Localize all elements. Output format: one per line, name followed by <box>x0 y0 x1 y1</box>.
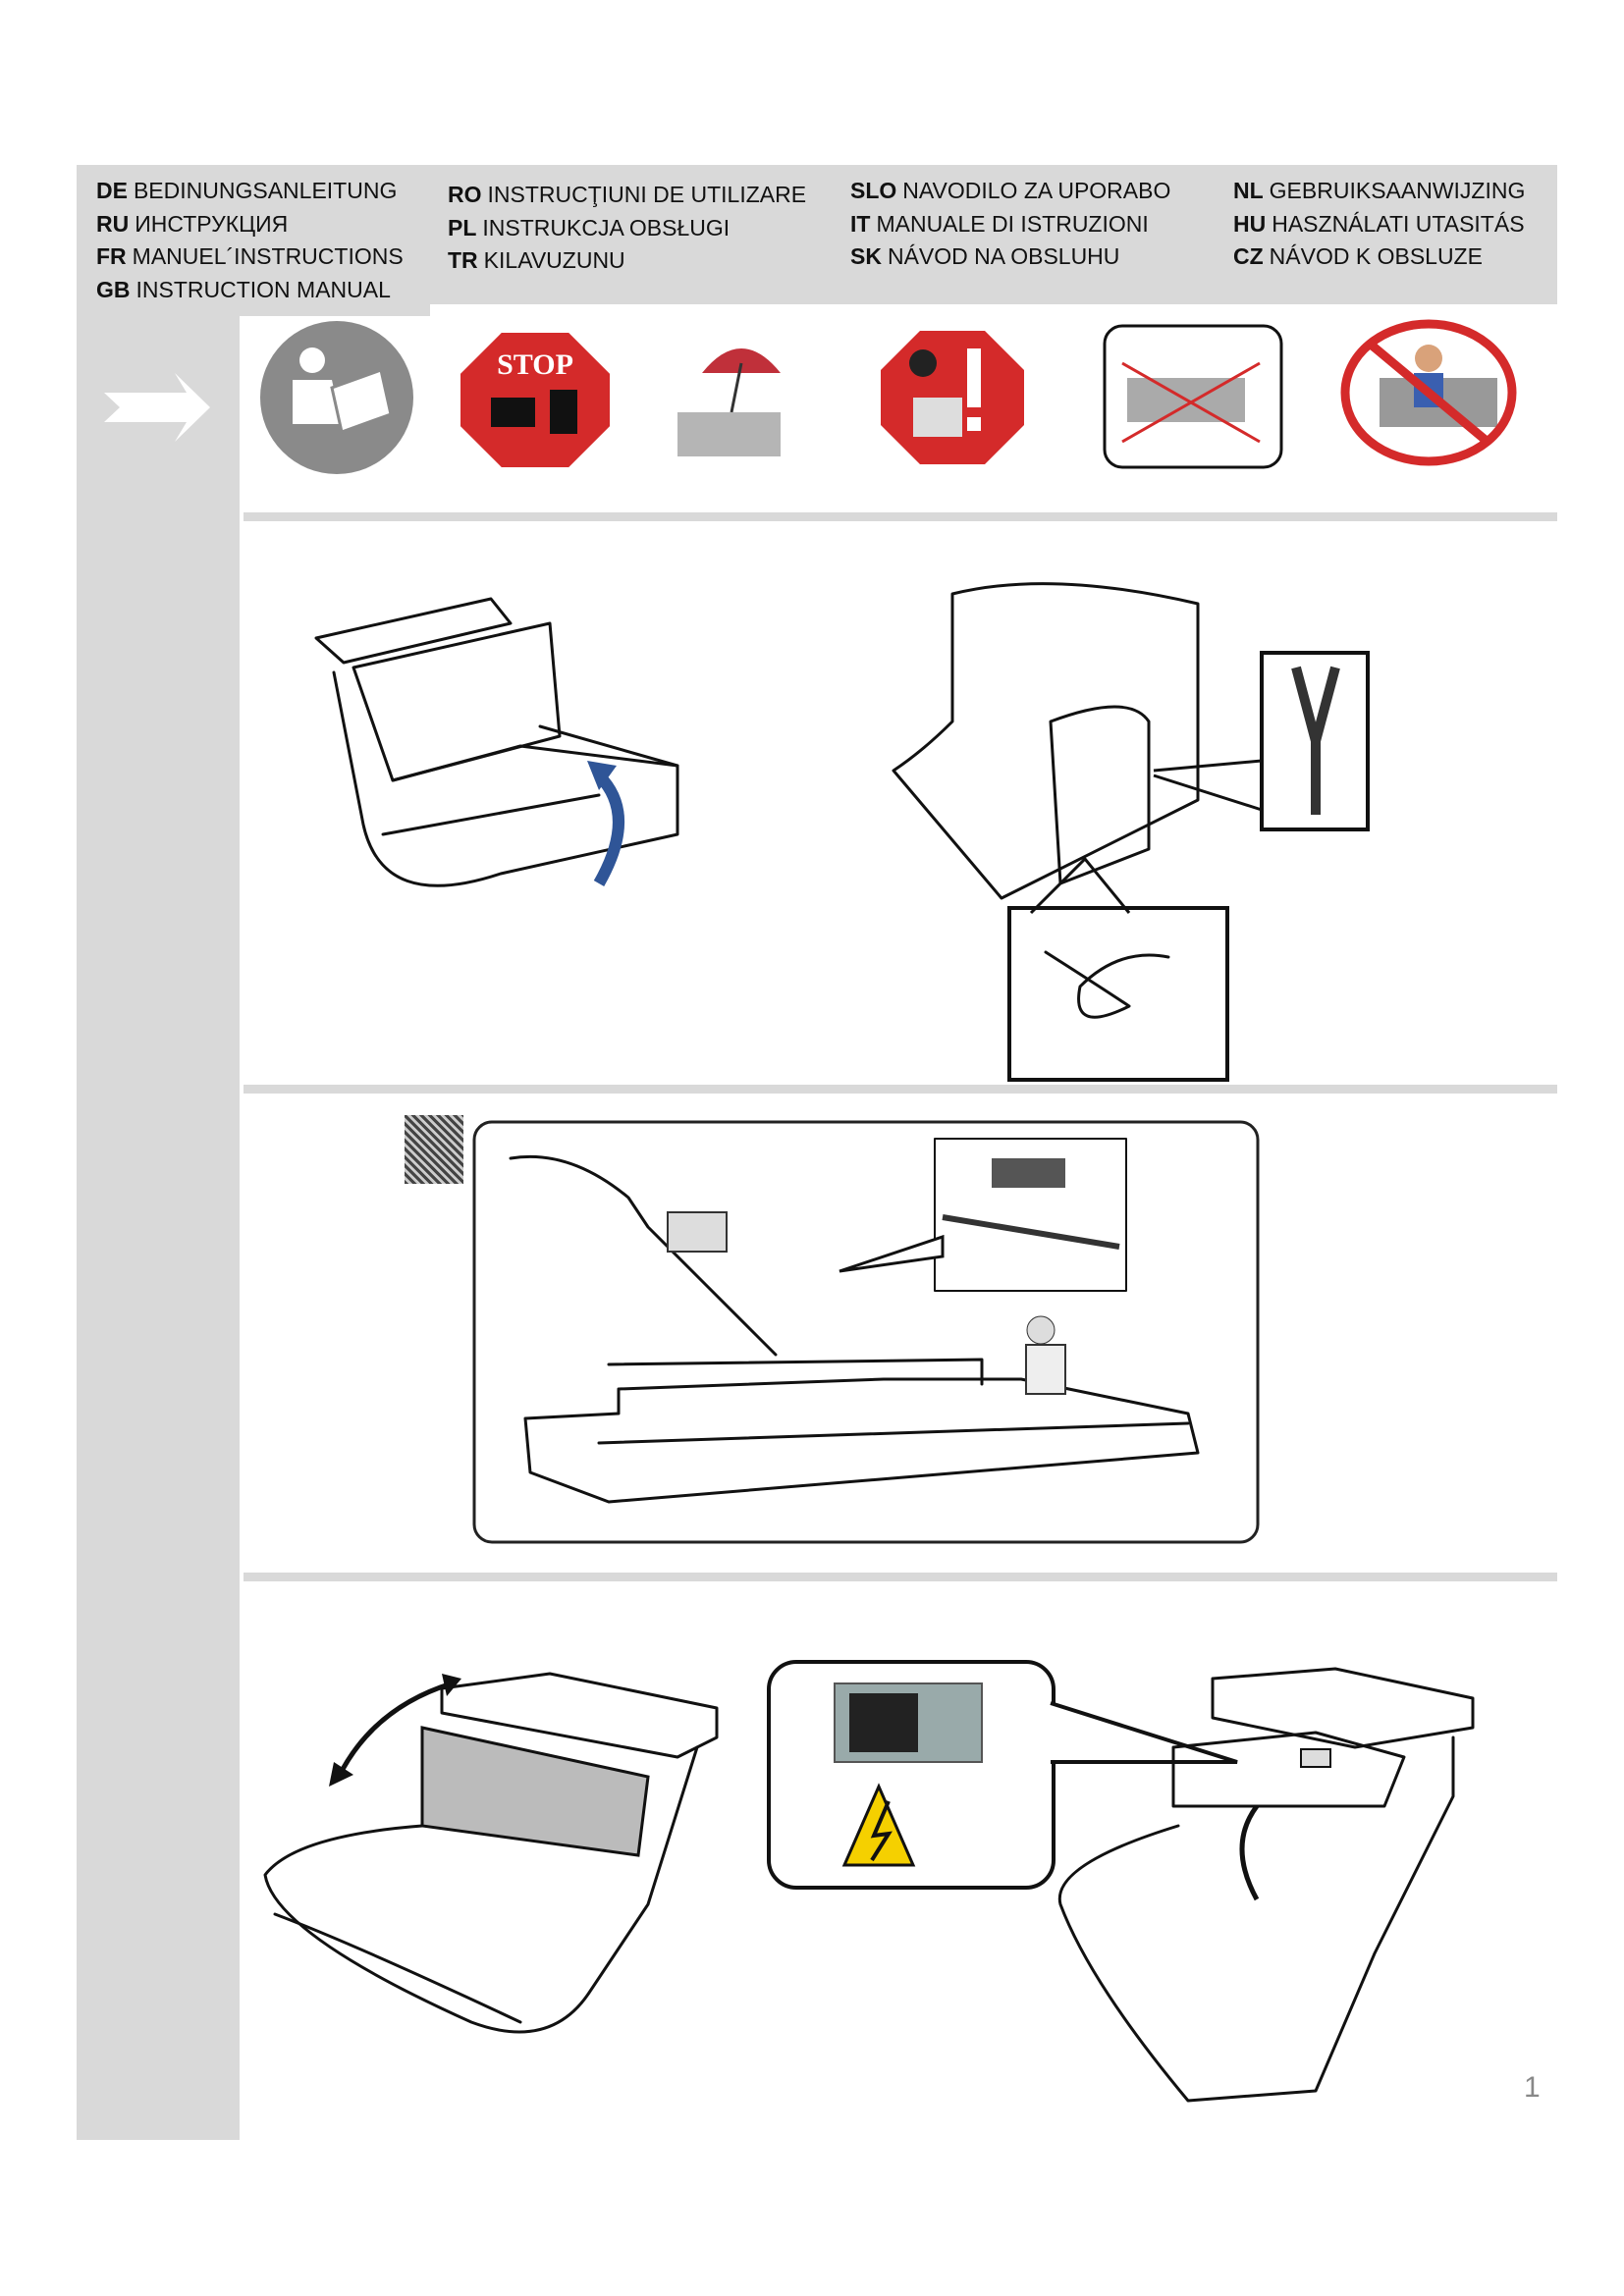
lang-title: NÁVOD NA OBSLUHU <box>887 243 1120 269</box>
page-number: 1 <box>1524 2071 1541 2104</box>
lang-code: IT <box>850 210 871 237</box>
lang-code: SLO <box>850 178 897 203</box>
section-divider <box>244 1085 1557 1094</box>
lang-title: KILAVUZUNU <box>483 247 625 273</box>
section-divider <box>244 512 1557 521</box>
lang-title: INSTRUCTION MANUAL <box>135 276 391 302</box>
arrow-right-icon <box>104 373 210 442</box>
lang-code: SK <box>850 243 882 269</box>
section-divider <box>244 1573 1557 1581</box>
qr-code-image <box>405 1115 463 1184</box>
lang-code: FR <box>96 243 127 269</box>
sofa-back-zipper-cable-illustration <box>892 582 1370 1082</box>
sofa-module-backrest-adjust-illustration <box>263 1672 719 2034</box>
sofa-module-socket-illustration <box>767 1660 1475 2103</box>
corner-sofa-power-connection-illustration <box>472 1120 1260 1544</box>
lang-code: RO <box>448 182 482 207</box>
lang-title: MANUEL´INSTRUCTIONS <box>132 243 404 269</box>
no-lifting-icon <box>1103 324 1283 469</box>
lang-code: PL <box>448 214 477 240</box>
sidebar-strip <box>77 304 240 2140</box>
lang-title: ИНСТРУКЦИЯ <box>135 210 289 237</box>
lang-title: MANUALE DI ISTRUZIONI <box>876 210 1149 237</box>
protect-from-rain-icon <box>677 348 781 456</box>
read-manual-icon <box>260 321 413 474</box>
lang-code: CZ <box>1233 243 1264 269</box>
lang-title: BEDINUNGSANLEITUNG <box>133 178 398 203</box>
no-sitting-on-armrest-icon <box>1340 319 1517 466</box>
lang-code: GB <box>96 276 131 302</box>
lang-title: NÁVOD K OBSLUZE <box>1269 243 1483 269</box>
lang-title: HASZNÁLATI UTASITÁS <box>1272 210 1525 237</box>
lang-code: NL <box>1233 178 1264 203</box>
lang-title: GEBRUIKSAANWIJZING <box>1269 178 1526 203</box>
lang-code: DE <box>96 178 128 203</box>
lang-title: NAVODILO ZA UPORABO <box>902 178 1171 203</box>
lang-code: TR <box>448 247 478 273</box>
warning-electric-icon <box>881 331 1024 464</box>
stop-pets-icon: STOP <box>457 329 614 471</box>
lang-code: HU <box>1233 210 1267 237</box>
lang-code: RU <box>96 210 130 237</box>
sofa-module-seat-lift-illustration <box>314 597 679 887</box>
stop-sign-text: STOP <box>497 348 573 381</box>
lang-title: INSTRUKCJA OBSŁUGI <box>482 214 731 240</box>
lang-title: INSTRUCŢIUNI DE UTILIZARE <box>487 182 807 207</box>
